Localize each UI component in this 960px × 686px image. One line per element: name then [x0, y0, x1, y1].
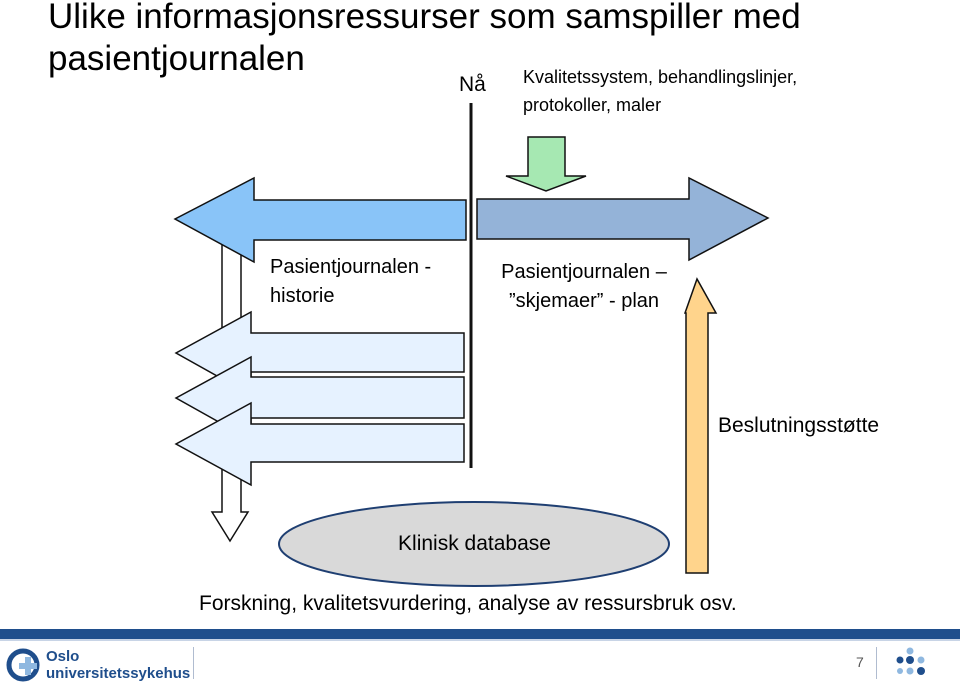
plan-label: Pasientjournalen – ”skjemaer” - plan [486, 258, 682, 316]
now-label: Nå [459, 73, 486, 96]
dots-pattern-icon [896, 647, 925, 675]
clinical-database-label: Klinisk database [398, 532, 551, 555]
decision-support-label: Beslutningsstøtte [718, 414, 880, 437]
plan-arrow [476, 176, 770, 262]
clinical-database-ellipse [278, 501, 670, 587]
research-label: Forskning, kvalitetsvurdering, analyse a… [199, 592, 737, 615]
quality-system-line2: protokoller, maler [523, 95, 662, 115]
page-divider [876, 647, 877, 679]
history-arrow-small-3 [174, 401, 465, 487]
decision-support-arrow [683, 277, 718, 574]
footer-rule [0, 639, 960, 641]
quality-system-label: Kvalitetssystem, behandlingslinjer, prot… [523, 63, 797, 119]
page-number: 7 [856, 654, 864, 670]
plan-line1: Pasientjournalen – [501, 261, 667, 283]
history-arrow [173, 176, 467, 264]
quality-system-line1: Kvalitetssystem, behandlingslinjer, [523, 67, 798, 87]
slide-title: Ulike informasjonsressurser som samspill… [48, 0, 801, 78]
quality-input-arrow [505, 136, 587, 192]
logo-line2: universitetssykehus [46, 665, 191, 682]
history-line1: Pasientjournalen - [270, 256, 432, 278]
hospital-logo-text: Oslo universitetssykehus [46, 648, 190, 682]
footer-bar [0, 629, 960, 639]
logo-line1: Oslo [46, 648, 80, 665]
history-label: Pasientjournalen - historie [270, 253, 431, 311]
history-line2: historie [270, 285, 335, 307]
footer-divider [193, 647, 194, 679]
hospital-logo-icon [6, 648, 40, 682]
plan-line2: ”skjemaer” - plan [508, 290, 660, 312]
